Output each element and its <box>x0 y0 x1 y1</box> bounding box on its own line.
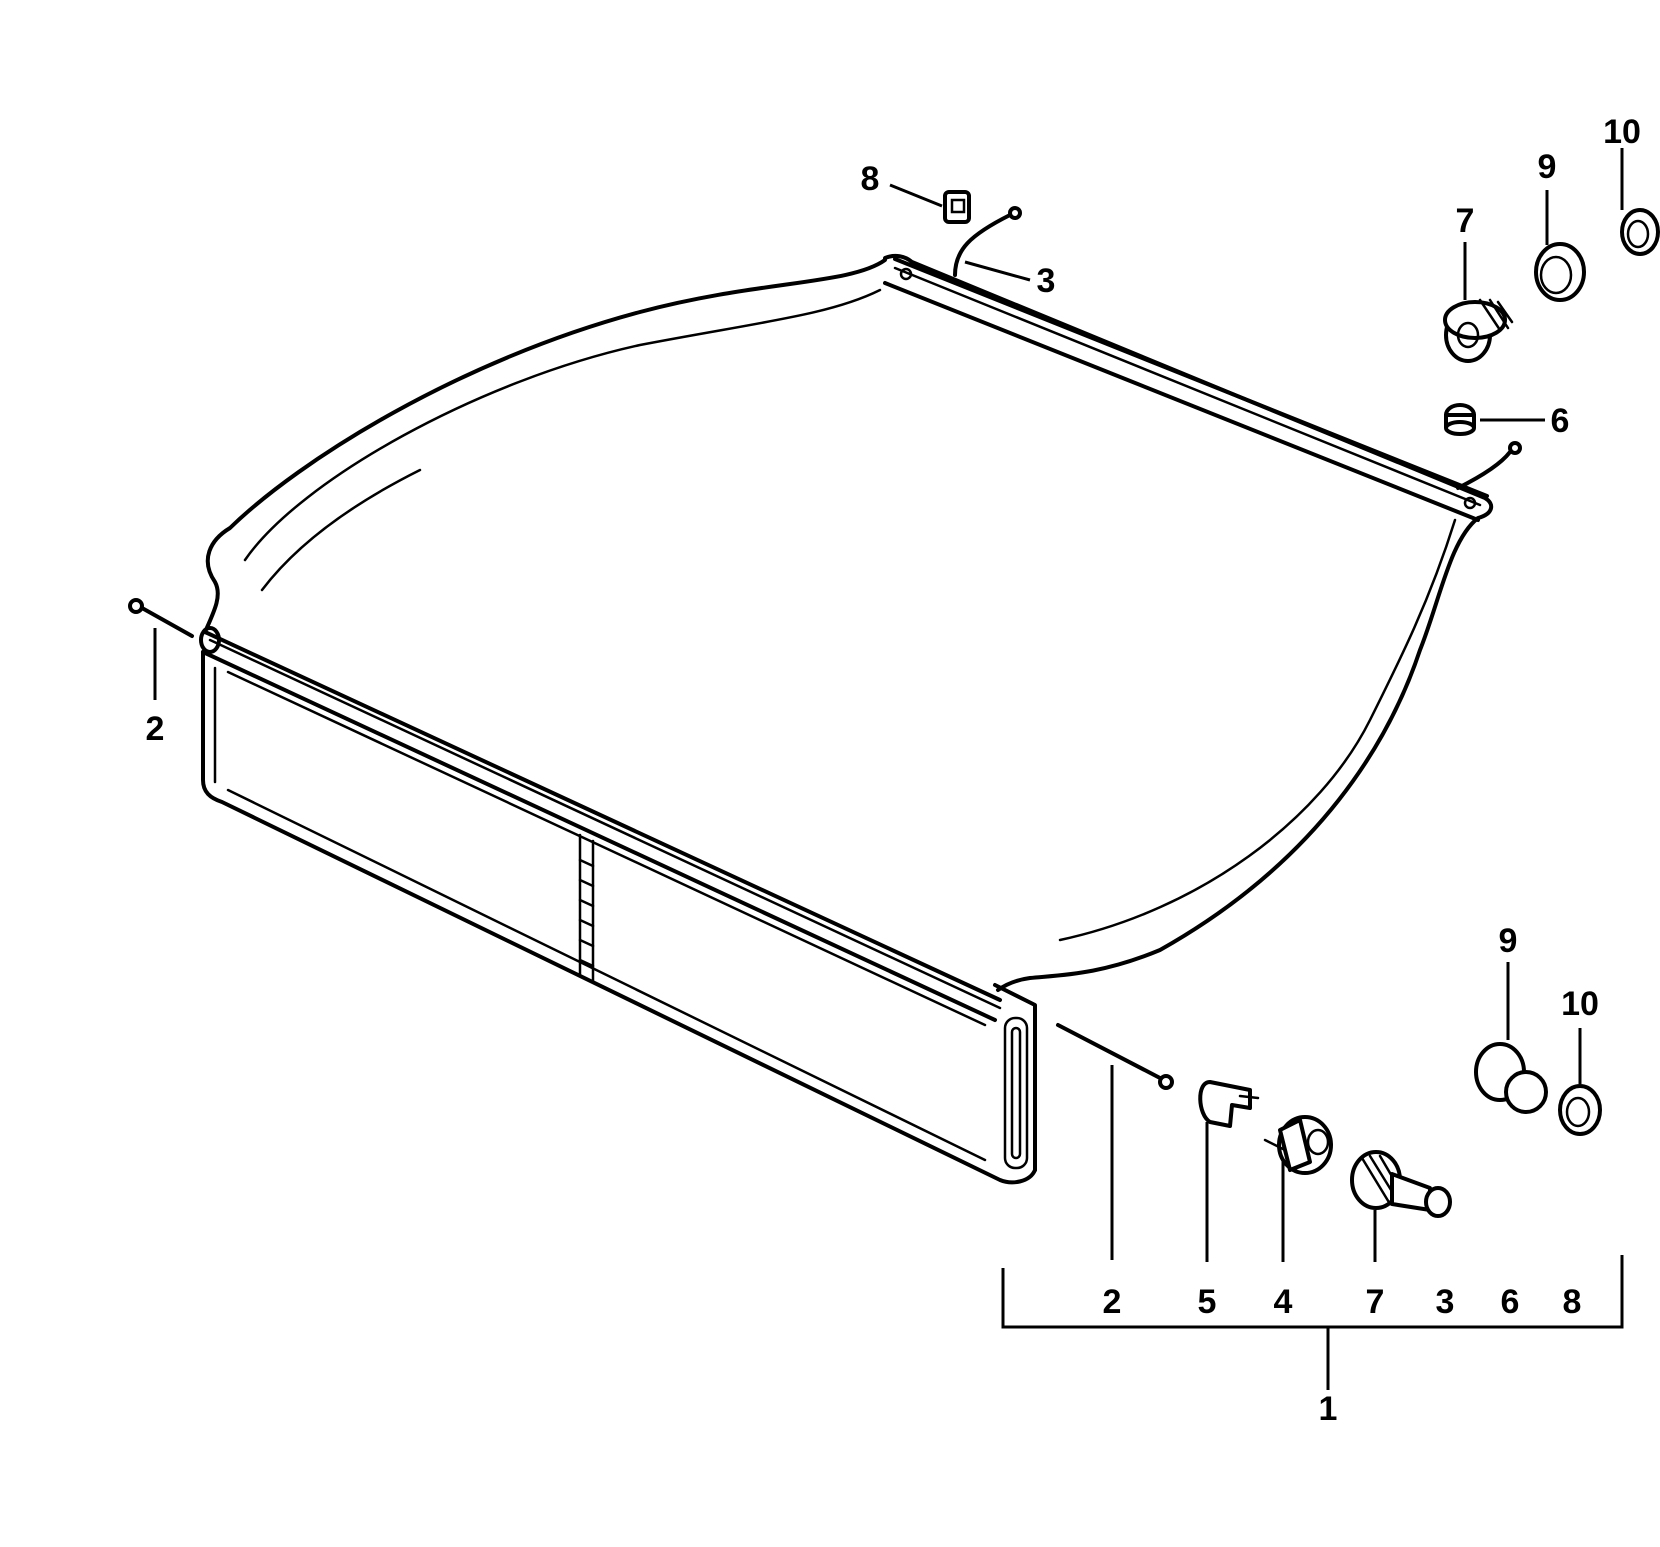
callout-ring-bottom: 10 <box>1561 985 1599 1023</box>
ring-top: 10 <box>1603 113 1660 256</box>
callout-cap: 6 <box>1551 402 1570 440</box>
cap-part: 6 <box>1444 402 1570 440</box>
callout-sleeve-top: 9 <box>1538 148 1557 186</box>
retaining-rod-left: 2 <box>128 598 194 748</box>
callout-assembly: 1 <box>1319 1390 1338 1428</box>
kit-member-label: 8 <box>1563 1283 1582 1321</box>
kit-member-label: 6 <box>1501 1283 1520 1321</box>
sleeve-bottom: 9 <box>1474 922 1548 1114</box>
kit-members: 2 5 4 7 3 6 8 <box>1103 1283 1582 1321</box>
kit-bracket: 2 5 4 7 3 6 8 1 <box>1001 1255 1624 1428</box>
callout-cable: 3 <box>1037 262 1056 300</box>
kit-member-label: 7 <box>1366 1283 1385 1321</box>
callout-ring-top: 10 <box>1603 113 1641 151</box>
knob-top: 7 <box>1443 202 1514 363</box>
callout-sleeve-bottom: 9 <box>1499 922 1518 960</box>
bearing-part <box>1263 1115 1333 1262</box>
kit-member-label: 4 <box>1274 1283 1293 1321</box>
callout-knob-top: 7 <box>1456 202 1475 240</box>
kit-member-label: 5 <box>1198 1283 1217 1321</box>
kit-member-label: 2 <box>1103 1283 1122 1321</box>
ring-bottom: 10 <box>1558 985 1602 1136</box>
callout-rod-left: 2 <box>146 710 165 748</box>
luggage-cover <box>199 253 1494 1185</box>
bushing-part <box>1198 1080 1260 1262</box>
cable-and-clip: 3 8 <box>861 160 1522 490</box>
callout-clip: 8 <box>861 160 880 198</box>
retaining-rod-right <box>1056 1023 1174 1260</box>
kit-member-label: 3 <box>1436 1283 1455 1321</box>
knob-bottom <box>1350 1150 1452 1262</box>
sleeve-top: 9 <box>1534 148 1586 302</box>
